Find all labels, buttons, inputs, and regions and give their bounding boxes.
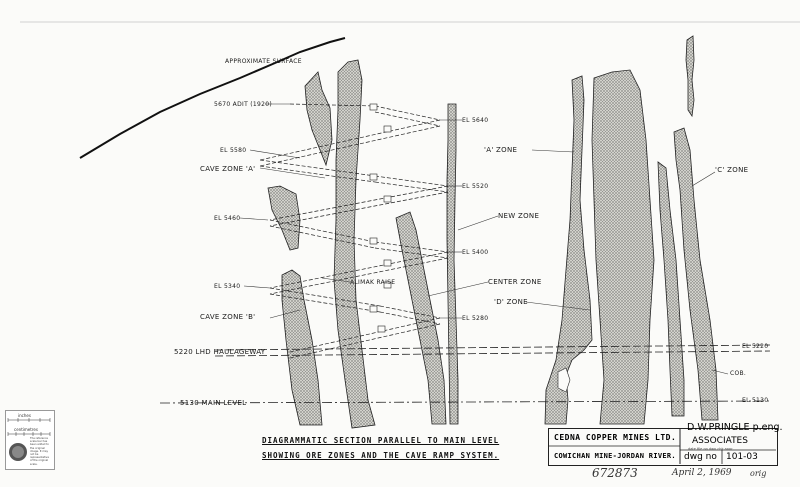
firm-name: D.W.PRINGLE p.eng. [687, 422, 783, 433]
c-zone-label: 'C' ZONE [715, 166, 749, 174]
ore-body-cob [657, 161, 685, 417]
ramp-markers [369, 103, 392, 333]
cob-label: COB. [730, 370, 747, 377]
ramp-system [259, 103, 449, 359]
el-5640-label: EL 5640 [462, 117, 489, 124]
el-5130-label: EL 5130 [742, 397, 769, 404]
surface-label: APPROXIMATE SURFACE [225, 58, 302, 65]
surface-line [79, 37, 346, 159]
new-zone-label: NEW ZONE [498, 212, 540, 220]
project-name: COWICHAN MINE-JORDAN RIVER. [554, 452, 676, 460]
ore-body-cave-a [267, 185, 301, 251]
handwritten-date: April 2, 1969 [672, 468, 732, 478]
ore-body-upper-right [685, 35, 695, 118]
haulageway-label: 5220 LHD HAULAGEWAY [174, 348, 266, 356]
el-5520-label: EL 5520 [462, 183, 489, 190]
scale-note: The reference scale bar has been added t… [30, 437, 49, 466]
adit-label: 5670 ADIT (1920) [214, 101, 272, 108]
company-name: CEDNA COPPER MINES LTD. [554, 433, 677, 442]
ore-body-a-zone [591, 69, 655, 425]
d-zone-label: 'D' ZONE [494, 298, 528, 306]
ore-body-upper-left [304, 71, 333, 167]
scale-inches-label: inches [18, 413, 31, 418]
el-5400-label: EL 5400 [462, 249, 489, 256]
a-zone-label: 'A' ZONE [484, 146, 518, 154]
handwritten-number: 672873 [592, 466, 638, 480]
firm-associates: ASSOCIATES [692, 436, 748, 446]
d-zone-inclusion [557, 367, 571, 393]
handwritten-orig: orig [750, 469, 767, 478]
center-zone-label: CENTER ZONE [488, 278, 542, 286]
cave-zone-b-label: CAVE ZONE 'B' [200, 313, 256, 321]
drawing-title-line1: DIAGRAMMATIC SECTION PARALLEL TO MAIN LE… [262, 436, 500, 445]
ore-body-main-column [333, 59, 376, 429]
el-5280-label: EL 5280 [462, 315, 489, 322]
ore-body-new-zone [446, 103, 459, 425]
level-lines [159, 344, 771, 404]
alimak-raise-label: ALIMAK RAISE [350, 279, 396, 286]
el-5580-label: EL 5580 [220, 147, 247, 154]
leader-lines [239, 103, 729, 375]
scale-cm-label: centimetres [14, 427, 38, 432]
el-5220-label: EL 5220 [742, 343, 769, 350]
el-5340-label: EL 5340 [214, 283, 241, 290]
ore-body-center-zone [395, 211, 447, 425]
ore-body-c-zone [673, 127, 719, 421]
drawing-number-label: dwg no [684, 452, 717, 462]
title-block [548, 428, 778, 466]
drawing-number: 101-03 [726, 452, 758, 462]
main-level-label: 5130 MAIN LEVEL [180, 399, 247, 407]
el-5460-label: EL 5460 [214, 215, 241, 222]
title-block-fields: date file no dwn chk appr [688, 447, 733, 451]
ore-body-cave-b [281, 269, 323, 426]
cave-zone-a-label: CAVE ZONE 'A' [200, 165, 256, 173]
drawing-title-line2: SHOWING ORE ZONES AND THE CAVE RAMP SYST… [262, 451, 500, 460]
